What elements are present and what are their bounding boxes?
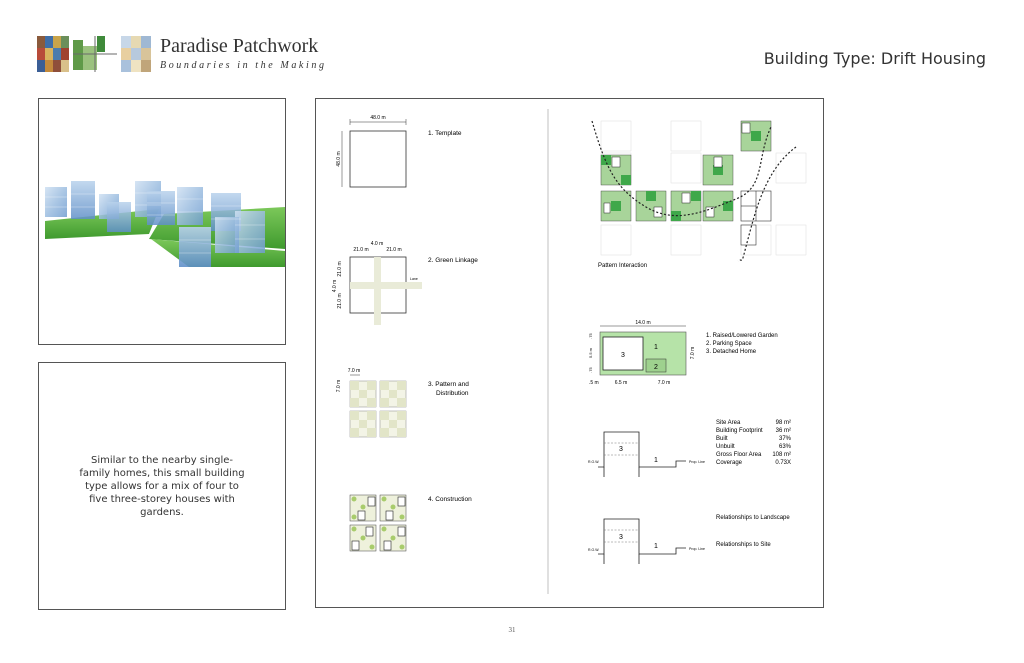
lot-plan: 14.0 m .5 m 6.5 m 7.0 m 7.0 m .75 5.5 m … [588,320,778,386]
prop-line-label: Prop. Line [689,460,705,464]
section-home-number: 3 [619,534,623,541]
stat-label: Built [716,436,728,442]
paradise-patchwork-logo [37,36,151,72]
stat-value: 0.73X [775,460,791,466]
lot-dim-left-bottom: .75 [588,366,593,372]
step-template: 48.0 m 48.0 m 1. Template [336,115,462,188]
lot-dim-total: 14.0 m [635,320,650,326]
linkage-dim-top-right: 21.0 m [386,247,401,253]
linkage-dim-side-bottom: 21.0 m [337,293,343,308]
lane-label: Lane [410,277,418,281]
section-diagram-landscape: R.O.W. Prop. Line 3 1 [588,431,705,477]
pattern-width-dim: 7.0 m [348,368,361,374]
green-linkage-label: 2. Green Linkage [428,257,478,264]
description-text: Similar to the nearby single-family home… [79,454,245,518]
diagram-panel: 48.0 m 48.0 m 1. Template 21.0 m 4.0 m 2… [315,98,824,608]
lot-dim-left-top: .75 [588,332,593,338]
row-label: R.O.W. [588,460,599,464]
linkage-dim-side-mid: 4.0 m [332,280,338,293]
stat-value: 98 m² [776,420,791,426]
stat-label: Unbuilt [716,444,735,450]
step-pattern: 7.0 m 7.0 m 3. Pattern and Distribution [336,368,469,438]
site-stats-table: Site Area 98 m² Building Footprint 36 m²… [716,420,792,466]
section-home-number: 3 [619,446,623,453]
lot-area-label: 1 [654,344,658,351]
stat-value: 108 m² [772,452,791,458]
massing-render-image [45,181,285,267]
stat-value: 36 m² [776,428,791,434]
lot-dim-garden: 7.0 m [658,380,671,386]
linkage-dim-top-left: 21.0 m [353,247,368,253]
row-label: R.O.W. [588,548,599,552]
section-garden-number: 1 [654,543,658,550]
page-title: Building Type: Drift Housing [763,49,986,68]
lot-area-label: 3 [621,352,625,359]
render-panel [38,98,286,345]
lot-legend-item: 3. Detached Home [706,349,757,355]
pattern-height-dim: 7.0 m [336,380,342,393]
construction-label: 4. Construction [428,496,472,503]
section-garden-number: 1 [654,457,658,464]
lot-dim-left-mid: 5.5 m [588,347,593,358]
lot-dim-home: 6.5 m [615,380,628,386]
description-panel: Similar to the nearby single-family home… [38,362,286,610]
lot-legend-item: 2. Parking Space [706,341,752,347]
template-label: 1. Template [428,130,462,137]
pattern-label-line1: 3. Pattern and [428,381,469,388]
relationships-landscape-label: Relationships to Landscape [716,515,790,521]
brand-subtitle: Boundaries in the Making [160,60,327,71]
page-number: 31 [508,626,516,634]
stat-label: Site Area [716,420,741,426]
lot-dim-left-margin: .5 m [589,380,599,386]
lot-dim-height: 7.0 m [690,347,696,360]
relationships-site-label: Relationships to Site [716,542,771,548]
stat-value: 63% [779,444,792,450]
pattern-label-line2: Distribution [436,390,469,397]
lot-area-label: 2 [654,364,658,371]
linkage-dim-side-top: 21.0 m [337,261,343,276]
stat-label: Building Footprint [716,428,763,434]
stat-label: Gross Floor Area [716,452,762,458]
template-height-dim: 48.0 m [336,151,342,166]
prop-line-label: Prop. Line [689,547,705,551]
stat-label: Coverage [716,460,743,466]
step-construction: 4. Construction [349,494,472,552]
pattern-interaction-diagram: Pattern Interaction [591,120,807,269]
step-green-linkage: 21.0 m 4.0 m 21.0 m 21.0 m 4.0 m 21.0 m … [332,241,478,325]
template-width-dim: 48.0 m [370,115,385,121]
lot-legend-item: 1. Raised/Lowered Garden [706,333,778,339]
linkage-dim-top-center: 4.0 m [371,241,384,247]
stat-value: 37% [779,436,792,442]
section-diagram-site: R.O.W. Prop. Line 3 1 Relationships to L… [588,515,790,564]
pattern-interaction-label: Pattern Interaction [598,263,647,269]
diagram-sheet: 48.0 m 48.0 m 1. Template 21.0 m 4.0 m 2… [332,109,807,594]
brand-title: Paradise Patchwork [160,35,319,57]
